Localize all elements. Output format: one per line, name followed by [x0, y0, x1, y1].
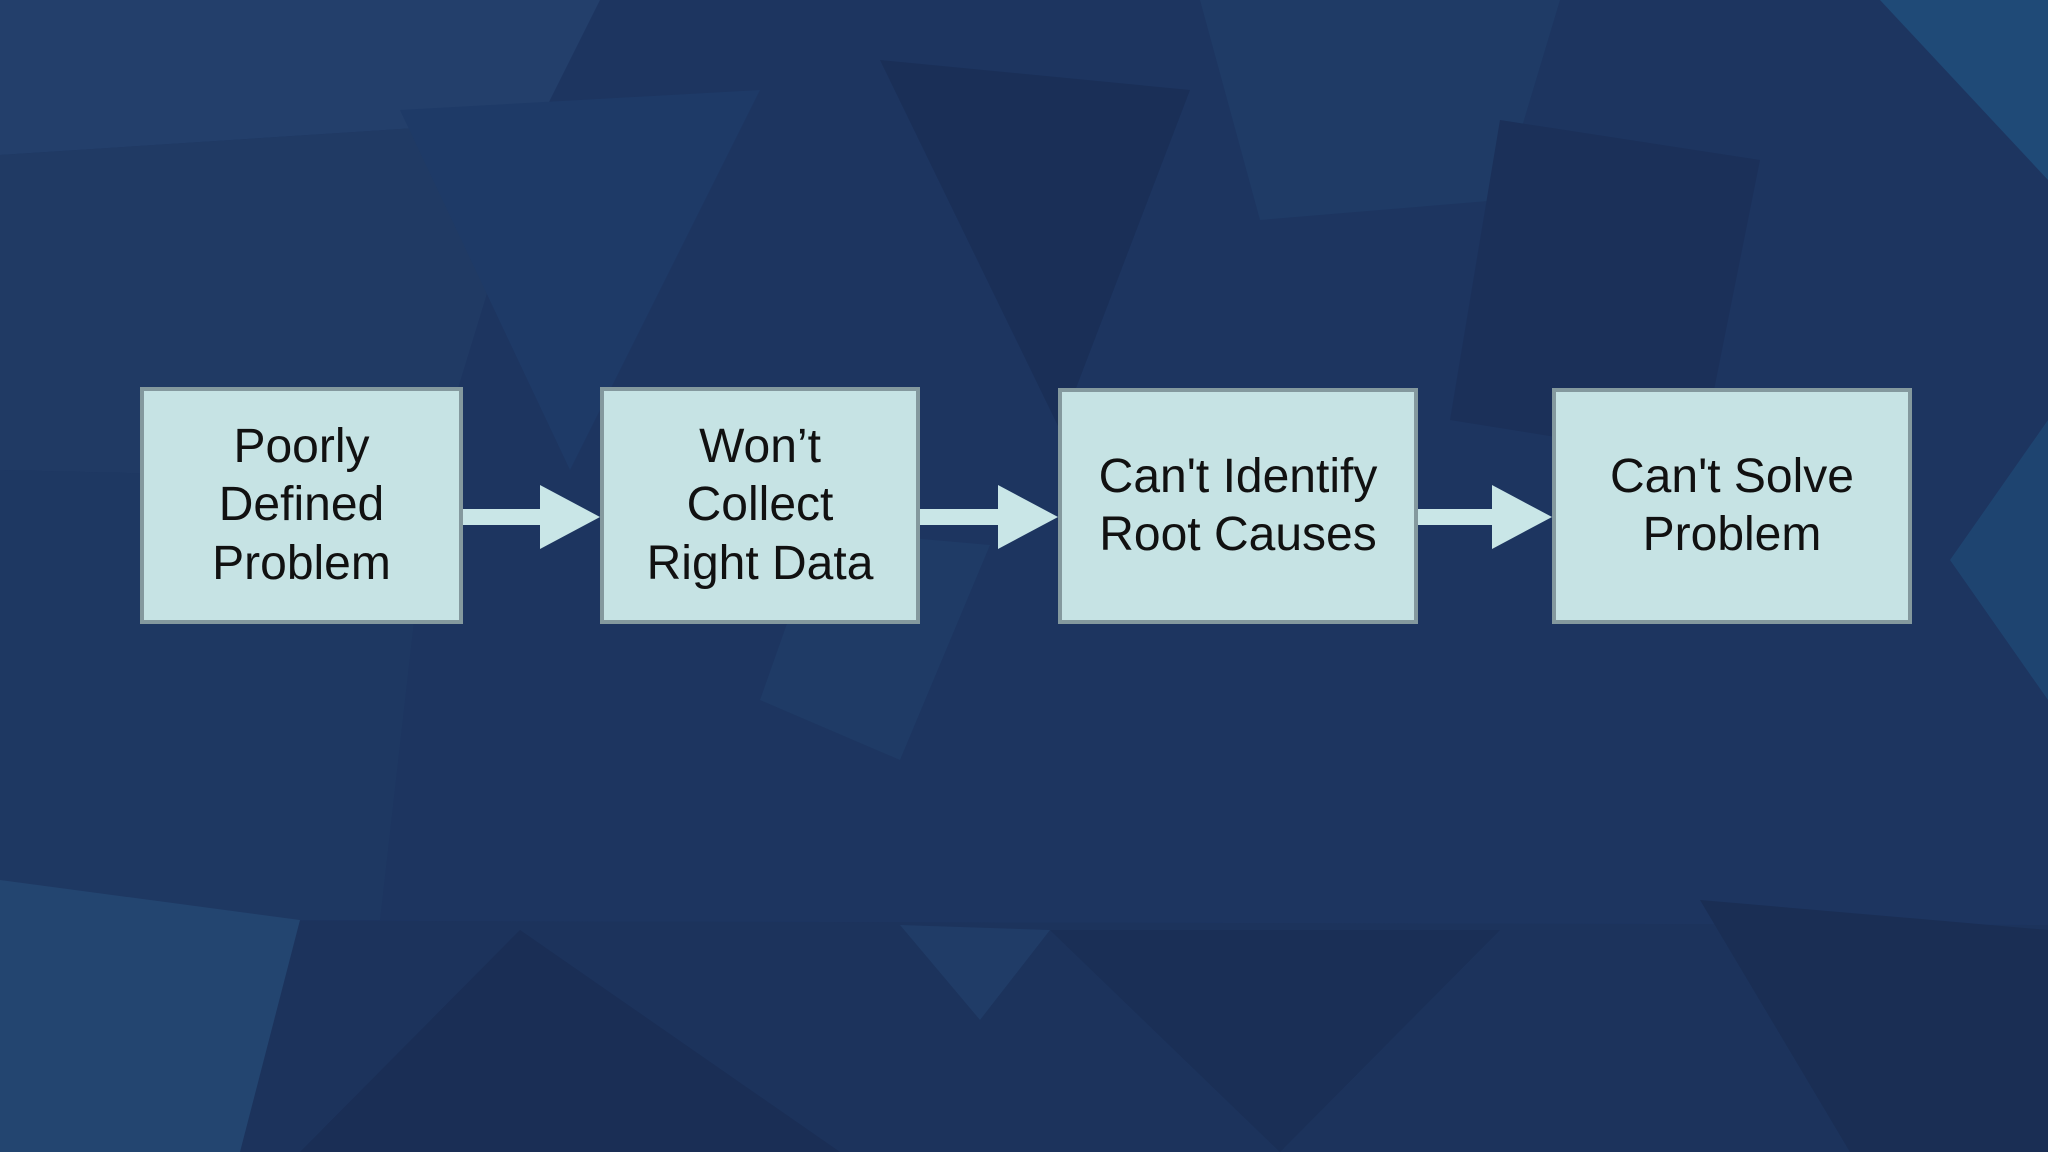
flow-box-label: Won’t Collect Right Data	[646, 420, 874, 590]
flow-box-poorly-defined-problem: Poorly Defined Problem	[140, 387, 463, 624]
flow-box-label: Can't Solve Problem	[1610, 449, 1854, 561]
arrow-right-icon	[1418, 485, 1552, 549]
flow-box-cant-identify-root-causes: Can't Identify Root Causes	[1058, 388, 1418, 624]
arrow-right-icon	[463, 485, 600, 549]
flow-box-wont-collect-right-data: Won’t Collect Right Data	[600, 387, 920, 624]
arrow-right-icon	[920, 485, 1058, 549]
flow-box-label: Poorly Defined Problem	[212, 420, 391, 590]
flow-box-label: Can't Identify Root Causes	[1098, 449, 1378, 561]
flow-box-cant-solve-problem: Can't Solve Problem	[1552, 388, 1912, 624]
